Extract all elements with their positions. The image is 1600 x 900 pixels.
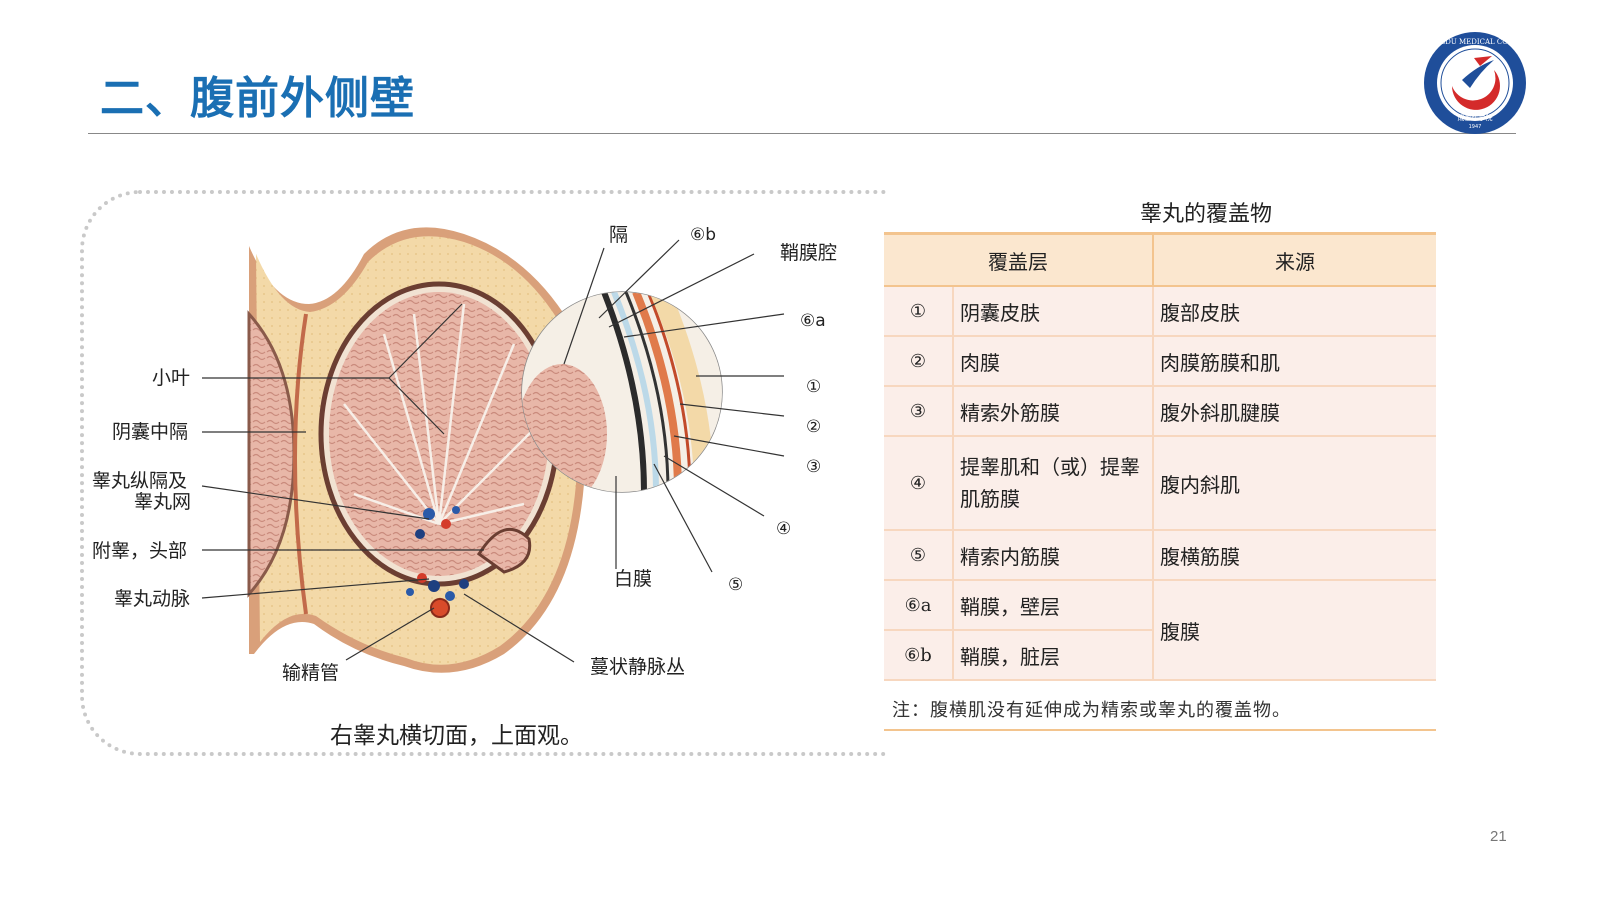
row-number: ⑥b [884, 630, 953, 681]
label-epididymis-head: 附睾，头部 [92, 540, 188, 562]
row-source: 肉膜筋膜和肌 [1153, 336, 1436, 387]
row-layer: 提睾肌和（或）提睾肌筋膜 [952, 436, 1154, 531]
logo-ring-text: CHENGDU MEDICAL COLLEGE [1422, 38, 1528, 46]
label-septum: 隔 [609, 224, 629, 246]
label-testicular-artery: 睾丸动脉 [114, 588, 191, 610]
row-number: ② [884, 336, 953, 387]
row-layer: 精索内筋膜 [952, 530, 1154, 581]
label-vas-deferens: 输精管 [282, 662, 340, 684]
header-layer: 覆盖层 [884, 232, 1154, 287]
row-source: 腹膜 [1153, 580, 1436, 681]
figure-caption: 右睾丸横切面，上面观。 [330, 723, 583, 749]
logo-year: 1947 [1469, 124, 1482, 130]
label-6b: ⑥b [690, 225, 717, 245]
table-row: ⑤ 精索内筋膜 腹横筋膜 [884, 530, 1436, 581]
row-source: 腹内斜肌 [1153, 436, 1436, 531]
label-5: ⑤ [728, 575, 744, 595]
row-number: ④ [884, 436, 953, 531]
coverings-table: 覆盖层 来源 ① 阴囊皮肤 腹部皮肤 ② 肉膜 肉膜筋膜和肌 ③ 精索外筋膜 腹… [884, 232, 1436, 681]
row-layer: 鞘膜，壁层 [952, 580, 1154, 631]
row-number: ① [884, 286, 953, 337]
label-2: ② [806, 417, 822, 437]
label-mediastinum-line1: 睾丸纵隔及 [92, 470, 188, 492]
label-scrotal-septum: 阴囊中隔 [112, 421, 189, 443]
table-note: 注：腹横肌没有延伸成为精索或睾丸的覆盖物。 [892, 700, 1291, 721]
table-title: 睾丸的覆盖物 [1140, 202, 1273, 227]
label-vaginal-cavity: 鞘膜腔 [780, 242, 838, 264]
table-row: ⑥a 鞘膜，壁层 腹膜 [884, 580, 1436, 681]
college-logo: 1947 CHENGDU MEDICAL COLLEGE 成都医学院 [1422, 32, 1528, 134]
figure-frame [80, 190, 886, 756]
row-layer: 阴囊皮肤 [952, 286, 1154, 337]
row-number: ③ [884, 386, 953, 437]
row-source: 腹外斜肌腱膜 [1153, 386, 1436, 437]
row-layer: 鞘膜，脏层 [952, 630, 1154, 681]
row-number: ⑤ [884, 530, 953, 581]
label-6a: ⑥a [800, 311, 826, 331]
label-1: ① [806, 377, 822, 397]
table-note-divider [884, 729, 1436, 731]
logo-cn-text: 成都医学院 [1458, 113, 1493, 122]
table-row: ② 肉膜 肉膜筋膜和肌 [884, 336, 1436, 387]
label-tunica-albuginea: 白膜 [614, 568, 653, 590]
table-row: ③ 精索外筋膜 腹外斜肌腱膜 [884, 386, 1436, 437]
label-4: ④ [776, 519, 792, 539]
row-layer: 精索外筋膜 [952, 386, 1154, 437]
testis-cross-section-illustration [201, 227, 785, 673]
title-divider [88, 133, 1516, 134]
table-header-row: 覆盖层 来源 [884, 232, 1436, 287]
row-number: ⑥a [884, 580, 953, 631]
page-number: 21 [1490, 828, 1507, 845]
table-row: ① 阴囊皮肤 腹部皮肤 [884, 286, 1436, 337]
label-pampiniform-plexus: 蔓状静脉丛 [590, 656, 686, 678]
row-layer: 肉膜 [952, 336, 1154, 387]
table-row: ⑥b 鞘膜，脏层 [884, 630, 1436, 681]
table-row: ④ 提睾肌和（或）提睾肌筋膜 腹内斜肌 [884, 436, 1436, 531]
slide-title: 二、腹前外侧壁 [100, 73, 415, 124]
label-mediastinum-line2: 睾丸网 [134, 491, 192, 513]
label-lobule: 小叶 [152, 367, 191, 389]
header-source: 来源 [1153, 232, 1436, 287]
row-source: 腹横筋膜 [1153, 530, 1436, 581]
label-3: ③ [806, 457, 822, 477]
row-source: 腹部皮肤 [1153, 286, 1436, 337]
